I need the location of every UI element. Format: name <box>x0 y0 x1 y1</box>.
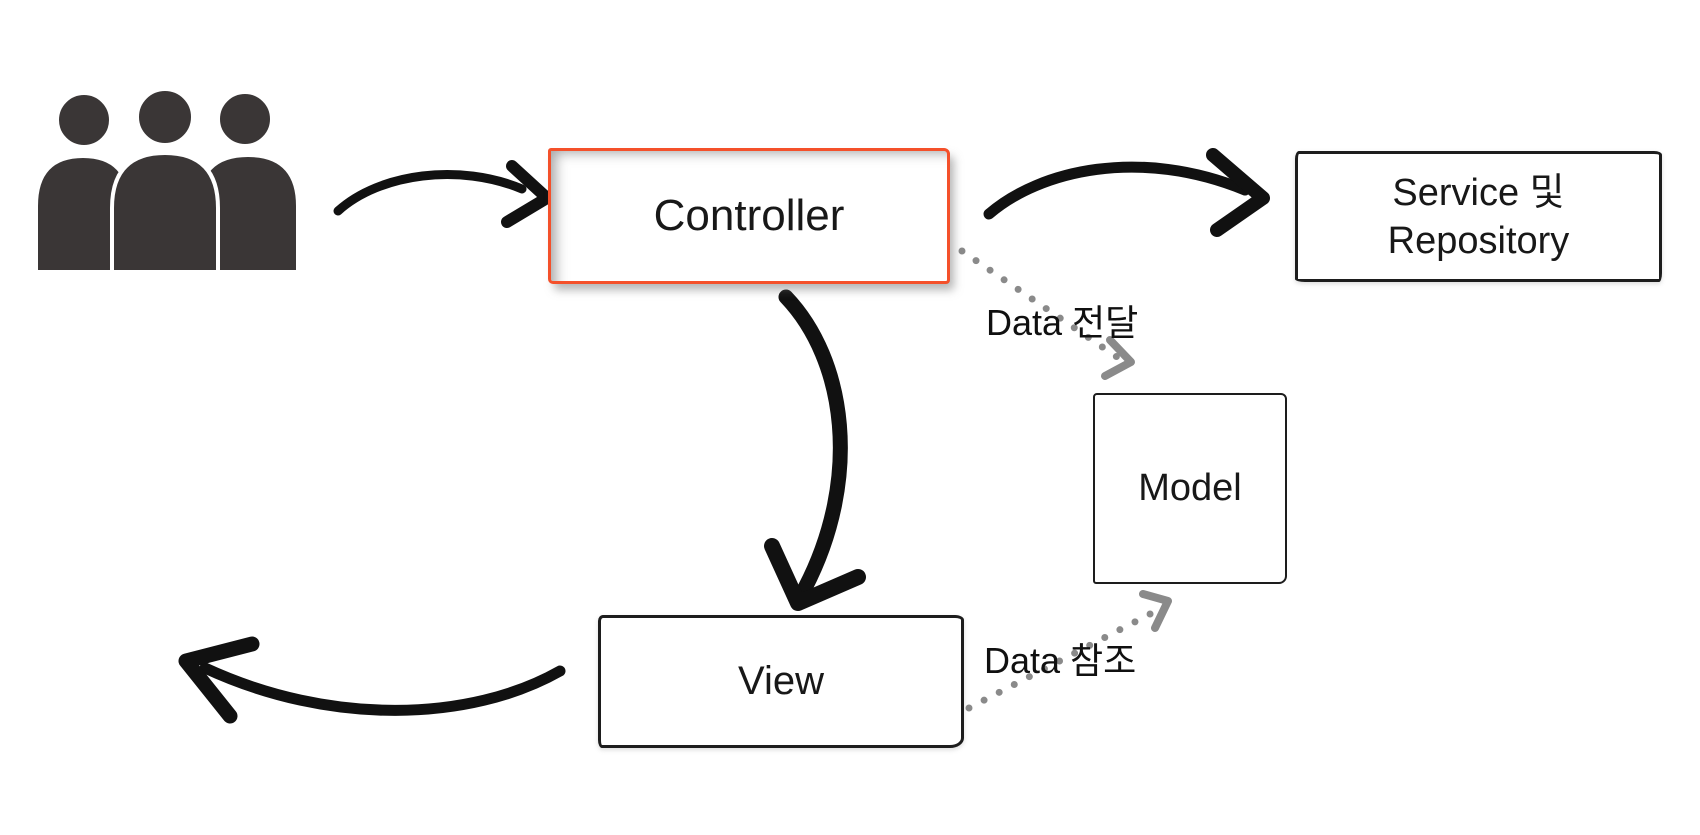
arrow-controller-to-view <box>764 289 866 611</box>
arrow-users-to-controller <box>333 160 553 228</box>
model-label: Model <box>1138 467 1242 509</box>
service-repository-label: Service 및 Repository <box>1388 169 1570 265</box>
data-reference-edge-label: Data 참조 <box>984 640 1137 681</box>
users-icon <box>34 87 300 274</box>
arrow-view-to-users <box>178 636 566 724</box>
view-node: View <box>598 615 964 748</box>
view-label: View <box>738 659 824 703</box>
service-label-line2: Repository <box>1387 219 1570 262</box>
service-repository-node: Service 및 Repository <box>1295 151 1662 282</box>
service-label-line1: Service 및 <box>1392 171 1565 214</box>
data-transfer-edge-label: Data 전달 <box>986 302 1139 343</box>
controller-node: Controller <box>548 148 950 284</box>
arrow-controller-to-service <box>983 148 1270 237</box>
controller-label: Controller <box>653 191 845 240</box>
model-node: Model <box>1093 393 1287 584</box>
